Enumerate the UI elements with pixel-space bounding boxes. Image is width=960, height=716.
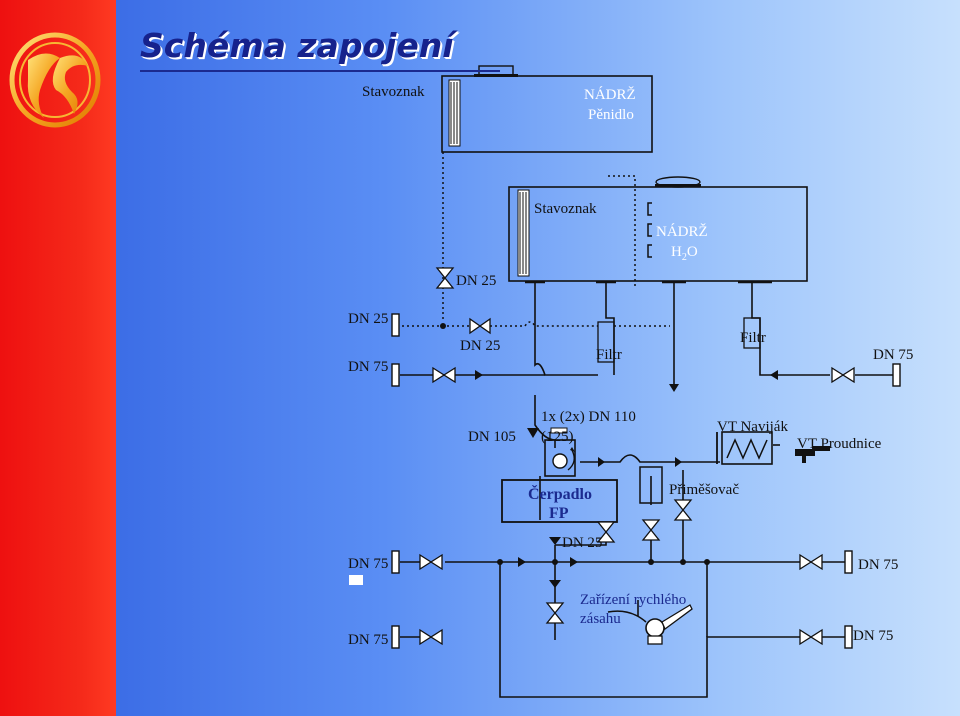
label-dn75-left-bottom: DN 75 <box>348 632 388 648</box>
pump-motor <box>544 439 576 477</box>
nozzle-icon <box>795 446 830 463</box>
coupling-icon <box>892 363 901 387</box>
label-vt-reel: VT Naviják <box>717 419 788 435</box>
water-level-marks-icon <box>647 202 652 258</box>
small-marker <box>349 575 363 585</box>
valve-icon <box>419 628 443 646</box>
label-filter-right: Filtr <box>740 330 766 346</box>
valve-icon <box>831 366 855 384</box>
mixer-icon <box>639 466 663 504</box>
valve-icon <box>432 366 456 384</box>
coupling-icon <box>391 550 400 574</box>
valve-icon <box>596 521 616 543</box>
valve-icon <box>673 499 693 521</box>
water-tank-name-1: NÁDRŽ <box>656 223 708 240</box>
coupling-icon <box>844 550 853 574</box>
filter-right-icon <box>743 317 761 349</box>
label-pump-1: Čerpadlo <box>528 484 592 503</box>
valve-icon <box>799 628 823 646</box>
label-rapid-1: Zařízení rychlého <box>580 592 686 608</box>
label-filter-left: Filtr <box>596 347 622 363</box>
coupling-icon <box>391 625 400 649</box>
label-dn105: DN 105 <box>468 429 516 445</box>
label-pump-2: FP <box>549 505 569 522</box>
title-underline <box>140 70 500 72</box>
red-side-bar <box>0 0 116 716</box>
water-tank <box>508 176 808 282</box>
label-rapid-2: zásahu <box>580 611 621 627</box>
page-title: Schéma zapojení <box>140 26 454 65</box>
hose-reel-icon <box>716 431 773 465</box>
coupling-icon <box>844 625 853 649</box>
flow-arrow-icons <box>475 370 778 588</box>
foam-tank-name-2: Pěnidlo <box>588 107 634 123</box>
label-pump-spec-2: (125) <box>541 429 574 445</box>
pump-box <box>501 479 618 523</box>
label-vt-nozzle: VT Proudnice <box>797 436 882 452</box>
valve-icon <box>435 267 455 289</box>
coupling-icon <box>391 313 400 337</box>
foam-gauge-label: Stavoznak <box>362 84 425 100</box>
valve-icon <box>545 602 565 624</box>
water-tank-name-2: H2O <box>671 244 698 263</box>
label-dn75-right-top: DN 75 <box>873 347 913 363</box>
water-gauge-label: Stavoznak <box>534 201 597 217</box>
filter-left-icon <box>597 321 615 363</box>
label-pump-spec-1: 1x (2x) DN 110 <box>541 409 636 425</box>
label-dn75-right-mid: DN 75 <box>858 557 898 573</box>
pump-impeller-icon <box>552 453 568 469</box>
label-mixer: Přiměšovač <box>669 482 739 498</box>
coupling-icon <box>391 363 400 387</box>
valve-icon <box>419 553 443 571</box>
company-logo-icon <box>9 32 101 128</box>
label-dn25-vertical: DN 25 <box>456 273 496 289</box>
valve-icon <box>469 317 491 335</box>
label-dn75-left-top: DN 75 <box>348 359 388 375</box>
valve-icon <box>799 553 823 571</box>
rapid-intervention-icon <box>607 604 693 645</box>
label-dn75-right-bottom: DN 75 <box>853 628 893 644</box>
label-dn25-under-pump: DN 25 <box>562 535 602 551</box>
label-dn25-left-top: DN 25 <box>348 311 388 327</box>
valve-icon <box>641 519 661 541</box>
foam-tank-name-1: NÁDRŽ <box>584 86 636 103</box>
label-dn25-mid: DN 25 <box>460 338 500 354</box>
label-dn75-left-mid: DN 75 <box>348 556 388 572</box>
